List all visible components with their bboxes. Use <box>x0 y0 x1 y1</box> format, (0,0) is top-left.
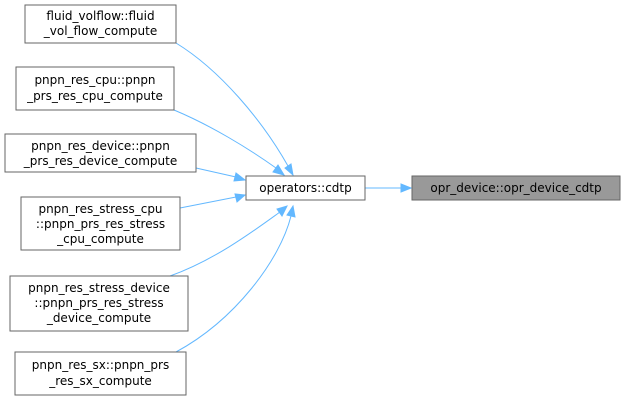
edge-sx-arrowhead <box>286 204 296 218</box>
node-device-line-2: _prs_res_device_compute <box>23 154 177 168</box>
node-pnpn-res-cpu-compute[interactable]: pnpn_res_cpu::pnpn _prs_res_cpu_compute <box>15 66 175 111</box>
node-stress-device-line-1: pnpn_res_stress_device <box>28 281 170 295</box>
node-sx-line-2: _res_sx_compute <box>48 374 152 388</box>
node-sx-line-1: pnpn_res_sx::pnpn_prs <box>32 358 169 372</box>
node-device-line-1: pnpn_res_device::pnpn <box>31 139 170 153</box>
node-operators-cdtp[interactable]: operators::cdtp <box>245 175 366 201</box>
node-stress-device-line-3: _device_compute <box>46 311 151 325</box>
edge-stress-cpu-to-cdtp <box>179 196 237 209</box>
edge-sx-to-cdtp <box>175 215 292 353</box>
node-stress-cpu-line-3: _cpu_compute <box>56 232 144 246</box>
edge-fluid-volflow-to-cdtp <box>175 42 289 167</box>
node-cpu-line-2: _prs_res_cpu_compute <box>26 89 163 103</box>
node-fluid-volflow-fluid-vol-flow-compute[interactable]: fluid_volflow::fluid _vol_flow_compute <box>24 4 177 44</box>
edge-device-arrowhead <box>233 172 247 182</box>
node-stress-cpu-line-1: pnpn_res_stress_cpu <box>38 202 162 216</box>
edge-cpu-to-cdtp <box>173 109 277 169</box>
edge-stress-device-arrowhead <box>276 205 288 217</box>
edge-device-to-cdtp <box>195 167 237 178</box>
node-stress-cpu-line-2: ::pnpn_prs_res_stress <box>36 217 165 231</box>
node-pnpn-res-stress-cpu-compute[interactable]: pnpn_res_stress_cpu ::pnpn_prs_res_stres… <box>20 196 181 251</box>
node-stress-device-line-2: ::pnpn_prs_res_stress <box>34 296 163 310</box>
node-pnpn-res-sx-compute[interactable]: pnpn_res_sx::pnpn_prs _res_sx_compute <box>14 351 187 396</box>
node-cpu-line-1: pnpn_res_cpu::pnpn <box>34 73 155 87</box>
edge-fluid-volflow-arrowhead <box>284 163 294 177</box>
edge-cpu-arrowhead <box>272 164 286 176</box>
edge-stress-cpu-arrowhead <box>234 193 247 203</box>
node-opr-device-label: opr_device::opr_device_cdtp <box>430 181 601 195</box>
node-opr-device-cdtp[interactable]: opr_device::opr_device_cdtp <box>411 175 621 201</box>
node-pnpn-res-stress-device-compute[interactable]: pnpn_res_stress_device ::pnpn_prs_res_st… <box>9 275 189 332</box>
node-cdtp-label: operators::cdtp <box>259 181 351 195</box>
node-pnpn-res-device-compute[interactable]: pnpn_res_device::pnpn _prs_res_device_co… <box>4 133 197 173</box>
edge-cdtp-opr-device-arrowhead <box>400 183 413 193</box>
node-fluid-volflow-line-1: fluid_volflow::fluid <box>46 9 154 23</box>
node-fluid-volflow-line-2: _vol_flow_compute <box>43 24 157 38</box>
edge-stress-device-to-cdtp <box>169 211 281 277</box>
